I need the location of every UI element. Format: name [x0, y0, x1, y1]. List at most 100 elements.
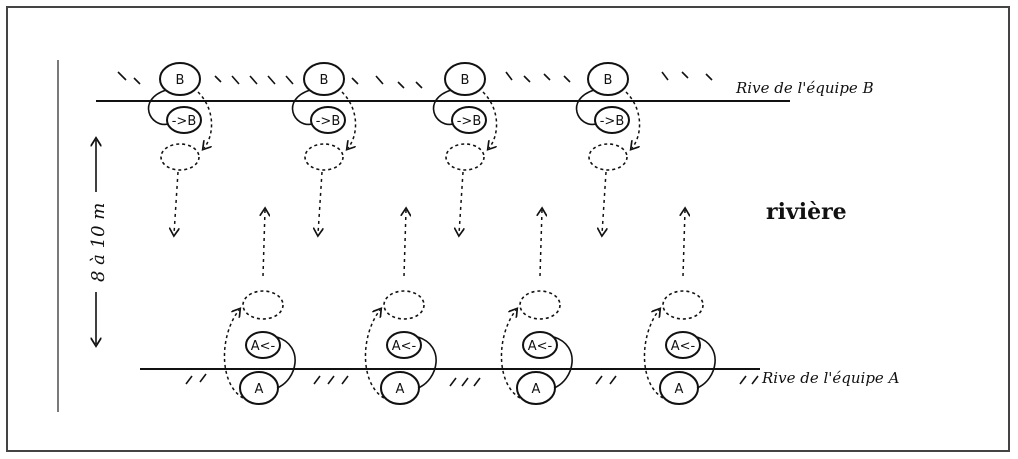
- team-a-player: A<- A: [500, 210, 573, 405]
- player-b-mid-circle: [310, 106, 346, 134]
- player-a-start-letter: A: [532, 382, 541, 397]
- player-b-mid: ->B: [310, 106, 346, 134]
- player-a-ghost: [383, 290, 425, 320]
- player-b-mid-letter: ->B: [600, 114, 625, 129]
- player-b-ghost: [445, 143, 485, 171]
- team-b-player: B ->B: [147, 62, 213, 234]
- dashed-curve-arrow: [223, 310, 244, 399]
- loop-arrow: [291, 89, 313, 126]
- loop-arrow: [575, 89, 597, 126]
- player-b-start-letter: B: [461, 73, 470, 88]
- player-a-mid-letter: A<-: [392, 339, 417, 354]
- player-a-ghost: [242, 290, 284, 320]
- player-a-mid-circle: [665, 331, 701, 359]
- loop-arrow: [276, 336, 296, 389]
- player-a-start: A: [380, 371, 420, 405]
- player-a-start-letter: A: [675, 382, 684, 397]
- player-b-mid-letter: ->B: [457, 114, 482, 129]
- dashed-up-arrow: [683, 210, 685, 277]
- player-b-mid-letter: ->B: [316, 114, 341, 129]
- dashed-down-arrow: [602, 171, 606, 234]
- player-b-mid: ->B: [166, 106, 202, 134]
- player-a-mid-circle: [522, 331, 558, 359]
- player-a-mid-letter: A<-: [251, 339, 276, 354]
- player-b-mid: ->B: [594, 106, 630, 134]
- player-a-mid-letter: A<-: [671, 339, 696, 354]
- player-b-ghost: [304, 143, 344, 171]
- loop-arrow: [553, 336, 573, 389]
- player-b-start-circle: [444, 62, 486, 96]
- dashed-curve-arrow: [500, 310, 521, 399]
- player-b-ghost-circle: [588, 143, 628, 171]
- player-b-start-circle: [159, 62, 201, 96]
- dashed-up-arrow: [404, 210, 406, 277]
- player-a-mid-circle: [386, 331, 422, 359]
- player-a-ghost: [519, 290, 561, 320]
- player-b-ghost: [588, 143, 628, 171]
- player-a-mid-letter: A<-: [528, 339, 553, 354]
- player-a-mid: A<-: [245, 331, 281, 359]
- player-a-ghost-circle: [662, 290, 704, 320]
- player-b-start-circle: [587, 62, 629, 96]
- dashed-curve-arrow: [364, 310, 385, 399]
- player-b-mid: ->B: [451, 106, 487, 134]
- distance-label: 8 à 10 m: [88, 203, 109, 282]
- dashed-down-arrow: [318, 171, 322, 234]
- player-b-start-circle: [303, 62, 345, 96]
- loop-arrow: [417, 336, 437, 389]
- player-b-mid-circle: [451, 106, 487, 134]
- player-b-ghost-circle: [304, 143, 344, 171]
- player-b-start: B: [444, 62, 486, 96]
- dashed-down-arrow: [174, 171, 178, 234]
- player-b-start-letter: B: [320, 73, 329, 88]
- player-b-mid-letter: ->B: [172, 114, 197, 129]
- player-b-start: B: [159, 62, 201, 96]
- team-b-player: B ->B: [432, 62, 498, 234]
- player-b-start: B: [303, 62, 345, 96]
- bank-a-label: Rive de l'équipe A: [761, 369, 900, 387]
- player-a-ghost-circle: [519, 290, 561, 320]
- river-label: rivière: [766, 199, 847, 225]
- loop-arrow: [147, 89, 169, 126]
- player-a-ghost: [662, 290, 704, 320]
- bank-b-label: Rive de l'équipe B: [735, 79, 874, 97]
- player-b-mid-circle: [166, 106, 202, 134]
- dashed-up-arrow: [263, 210, 265, 277]
- player-b-mid-circle: [594, 106, 630, 134]
- bank-b-hatching: [117, 71, 713, 89]
- team-a-player: A<- A: [364, 210, 437, 405]
- player-a-mid-circle: [245, 331, 281, 359]
- player-a-start-letter: A: [255, 382, 264, 397]
- player-a-mid: A<-: [386, 331, 422, 359]
- dashed-curve-arrow: [341, 91, 357, 148]
- player-b-ghost-circle: [445, 143, 485, 171]
- player-a-ghost-circle: [383, 290, 425, 320]
- team-a-group: A<- A A<- A A<- A A<- A: [223, 210, 716, 405]
- player-b-start-letter: B: [176, 73, 185, 88]
- team-b-group: B ->B B ->B B ->B B ->B: [147, 62, 641, 234]
- team-b-player: B ->B: [291, 62, 357, 234]
- dashed-down-arrow: [459, 171, 463, 234]
- dashed-curve-arrow: [643, 310, 664, 399]
- player-a-ghost-circle: [242, 290, 284, 320]
- player-b-start: B: [587, 62, 629, 96]
- player-a-start-letter: A: [396, 382, 405, 397]
- player-a-mid: A<-: [665, 331, 701, 359]
- dashed-curve-arrow: [197, 91, 213, 148]
- player-b-ghost: [160, 143, 200, 171]
- team-a-player: A<- A: [223, 210, 296, 405]
- dashed-up-arrow: [540, 210, 542, 277]
- player-a-start: A: [659, 371, 699, 405]
- distance-indicator: 8 à 10 m: [88, 140, 109, 344]
- team-a-player: A<- A: [643, 210, 716, 405]
- dashed-curve-arrow: [482, 91, 498, 148]
- player-b-start-letter: B: [604, 73, 613, 88]
- loop-arrow: [696, 336, 716, 389]
- loop-arrow: [432, 89, 454, 126]
- bank-a-hatching: [185, 373, 759, 387]
- player-a-mid: A<-: [522, 331, 558, 359]
- team-b-player: B ->B: [575, 62, 641, 234]
- player-a-start: A: [516, 371, 556, 405]
- player-b-ghost-circle: [160, 143, 200, 171]
